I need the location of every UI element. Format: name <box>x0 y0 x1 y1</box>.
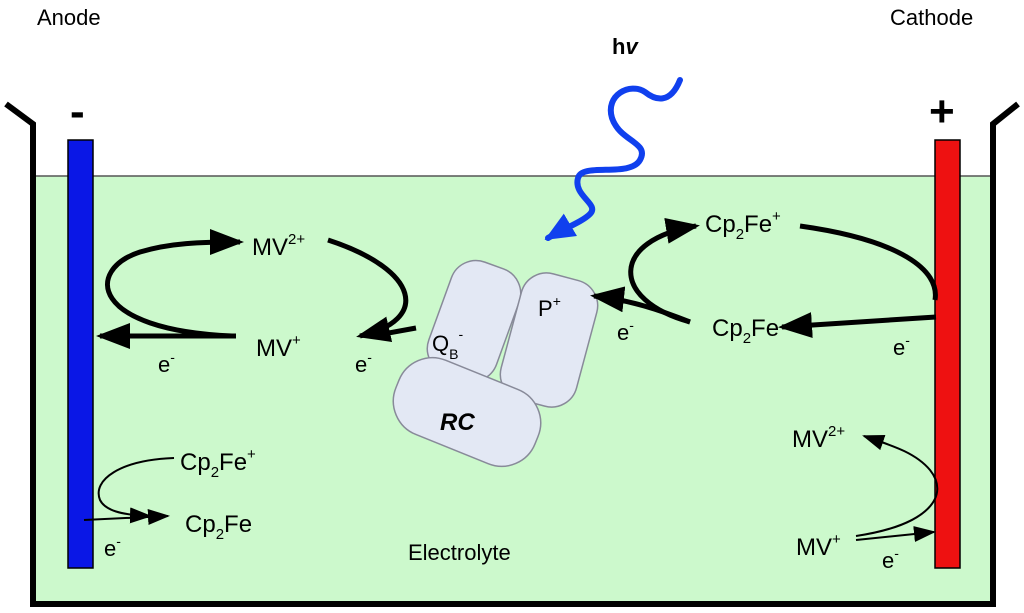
cathode-electrode <box>934 139 961 569</box>
arrow-mv2plus-to-rc <box>327 237 409 342</box>
mvplus-left: MV+ <box>256 332 301 362</box>
arrow-lower-left-curve <box>97 457 175 524</box>
cp2fe-right: Cp2Fe <box>712 315 779 347</box>
cp2feplus-upper-right: Cp2Fe+ <box>705 208 781 243</box>
arrow-rc-to-mv <box>371 325 417 339</box>
mvplus-lower-right: MV+ <box>796 531 841 561</box>
electron-left-2: e- <box>355 349 372 377</box>
photon-label: hv <box>612 34 639 59</box>
anode-minus-sign: - <box>70 87 85 136</box>
electron-lower-right: e- <box>882 545 899 573</box>
electrolyte-label: Electrolyte <box>408 540 511 565</box>
electron-right-2: e- <box>893 332 910 360</box>
electron-left-1: e- <box>158 349 175 377</box>
mv2plus-lower-right: MV2+ <box>792 423 845 453</box>
arrow-anode-to-cp2fe-lower <box>83 508 170 525</box>
qb-label: QB- <box>432 326 463 362</box>
arrow-cp2feplus-to-cp2fe <box>799 223 938 301</box>
cathode-label: Cathode <box>890 5 973 30</box>
anode-electrode <box>67 139 94 569</box>
reaction-center: QB- P+ RC <box>392 259 599 468</box>
cp2fe-lower-left: Cp2Fe <box>185 511 252 543</box>
cp2feplus-lower-left: Cp2Fe+ <box>180 446 256 481</box>
arrow-cp2fe-to-cp2feplus <box>628 218 700 325</box>
hv-nu: v <box>625 34 639 59</box>
anode-label: Anode <box>37 5 101 30</box>
mv2plus-left: MV2+ <box>252 231 305 261</box>
electron-right-1: e- <box>617 317 634 345</box>
rc-body-subunit <box>392 356 542 468</box>
hv-h: h <box>612 34 625 59</box>
cell-container <box>4 101 1020 607</box>
arrow-mvplus-to-mv2plus <box>105 229 244 339</box>
arrow-mvplus-to-cathode <box>855 526 936 542</box>
p-plus-label: P+ <box>538 293 561 321</box>
cathode-plus-sign: + <box>929 87 955 136</box>
photon-wave <box>544 77 683 241</box>
arrow-cathode-to-cp2fe <box>778 312 937 339</box>
electron-lower-left: e- <box>104 533 121 561</box>
rc-label: RC <box>440 409 475 436</box>
arrow-mvplus-to-mv2plus-lower <box>855 434 939 537</box>
